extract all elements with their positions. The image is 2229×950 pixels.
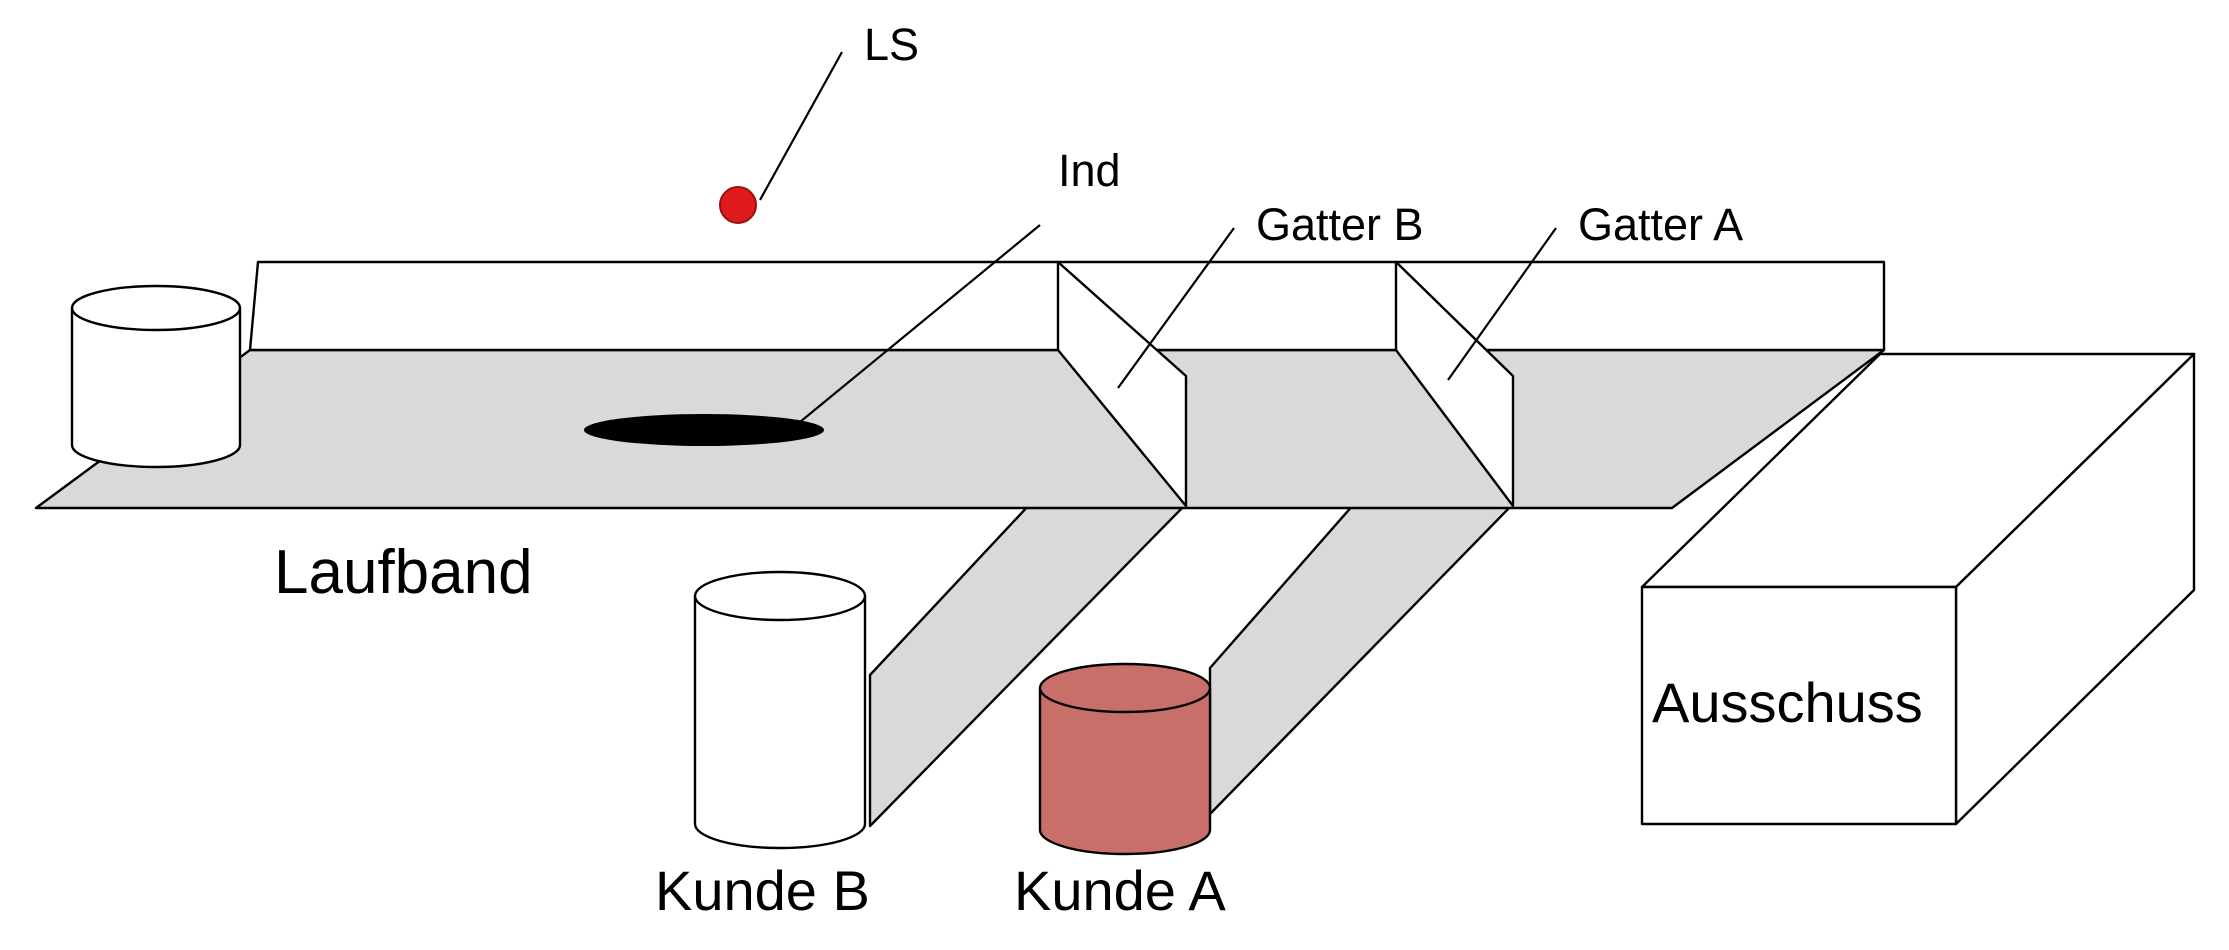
leader-gatter-a (1447, 227, 1557, 381)
label-ind: Ind (1058, 145, 1121, 196)
label-kunde-a: Kunde A (1014, 859, 1226, 922)
bin-kunde-a (1038, 662, 1212, 856)
label-ls: LS (864, 19, 919, 70)
item-cylinder (70, 284, 242, 469)
conveyor-belt (34, 348, 1886, 510)
label-laufband: Laufband (274, 538, 533, 607)
light-sensor-dot (719, 186, 757, 224)
chute-kunde-a (1208, 502, 1515, 816)
leader-gatter-b (1117, 227, 1235, 389)
label-kunde-b: Kunde B (655, 859, 870, 922)
label-gatter-a: Gatter A (1578, 199, 1743, 250)
bin-kunde-b (693, 570, 867, 850)
gate-a-flap (1394, 260, 1515, 508)
indicator-mark (584, 414, 824, 446)
leader-ls (759, 51, 843, 201)
reject-box (1640, 352, 2196, 826)
leader-ind (799, 224, 1041, 423)
label-ausschuss: Ausschuss (1652, 671, 1923, 734)
label-gatter-b: Gatter B (1256, 199, 1424, 250)
